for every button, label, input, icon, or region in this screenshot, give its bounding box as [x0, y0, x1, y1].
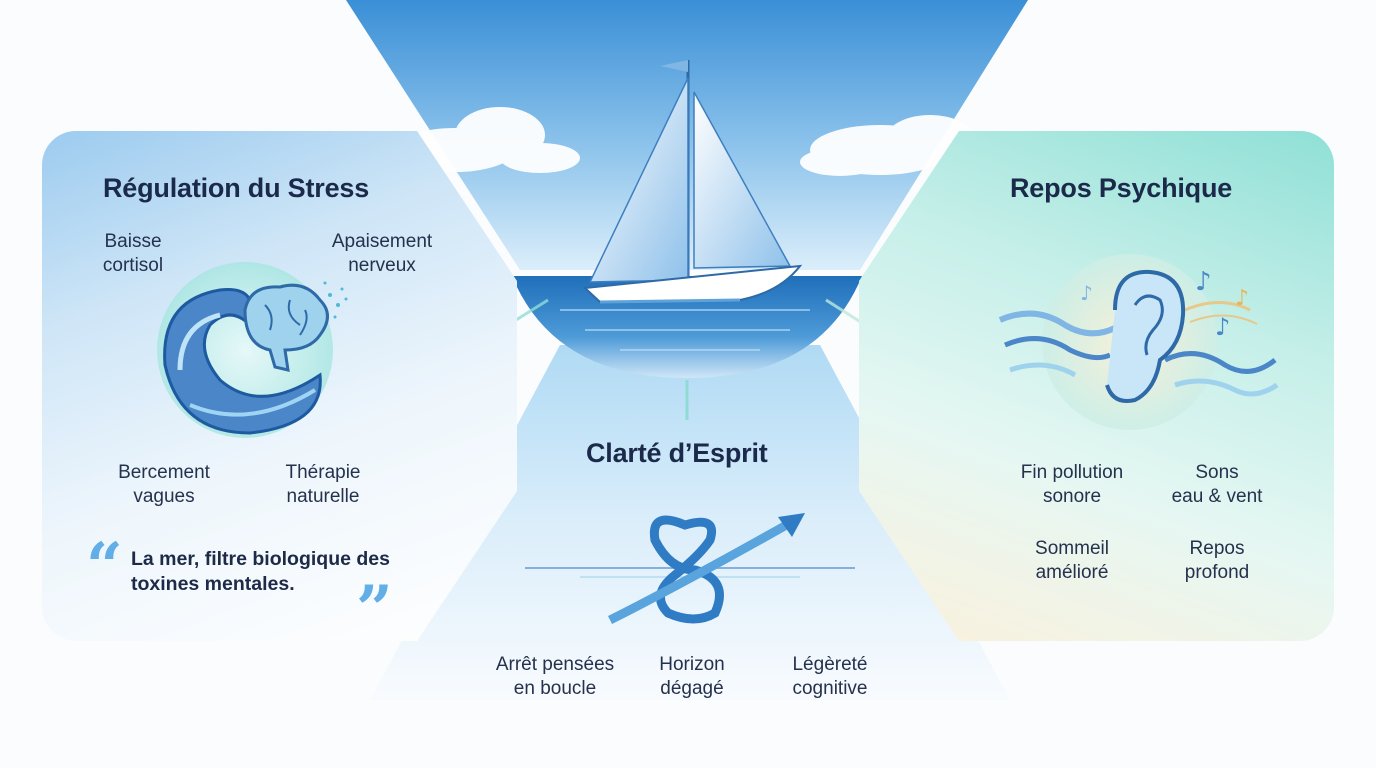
svg-text:♪: ♪ — [1235, 286, 1249, 311]
left-label-therapy: Thérapie naturelle — [285, 462, 361, 507]
left-label-waves: Bercement vagues — [118, 462, 210, 507]
right-panel-title: Repos Psychique — [1010, 173, 1233, 203]
center-label-horizon: Horizon dégagé — [659, 654, 725, 699]
left-quote: La mer, filtre biologique des toxines me… — [131, 548, 390, 595]
svg-text:♪: ♪ — [1195, 267, 1212, 297]
infinity-arrow-icon — [525, 513, 855, 625]
quote-open-mark: “ — [86, 529, 123, 604]
right-label-sleep: Sommeil amélioré — [1035, 538, 1109, 583]
center-label-loops: Arrêt pensées en boucle — [495, 654, 615, 699]
svg-text:♪: ♪ — [1080, 281, 1093, 305]
wave-brain-icon — [157, 262, 348, 438]
right-label-noise: Fin pollution sonore — [1020, 462, 1124, 507]
left-panel-title: Régulation du Stress — [103, 173, 370, 203]
right-label-sounds: Sons eau & vent — [1171, 462, 1263, 507]
right-label-deep-rest: Repos profond — [1184, 538, 1250, 583]
left-label-cortisol: Baisse cortisol — [102, 231, 164, 276]
left-label-nerves: Apaisement nerveux — [331, 231, 433, 276]
quote-close-mark: ” — [356, 572, 393, 647]
svg-text:♪: ♪ — [1215, 313, 1230, 341]
center-label-lightness: Légèreté cognitive — [792, 654, 868, 699]
center-title: Clarté d’Esprit — [586, 438, 768, 468]
ear-sound-waves-icon: ♪ ♪ ♪ ♪ — [998, 254, 1279, 430]
sailboat-icon — [582, 60, 803, 304]
